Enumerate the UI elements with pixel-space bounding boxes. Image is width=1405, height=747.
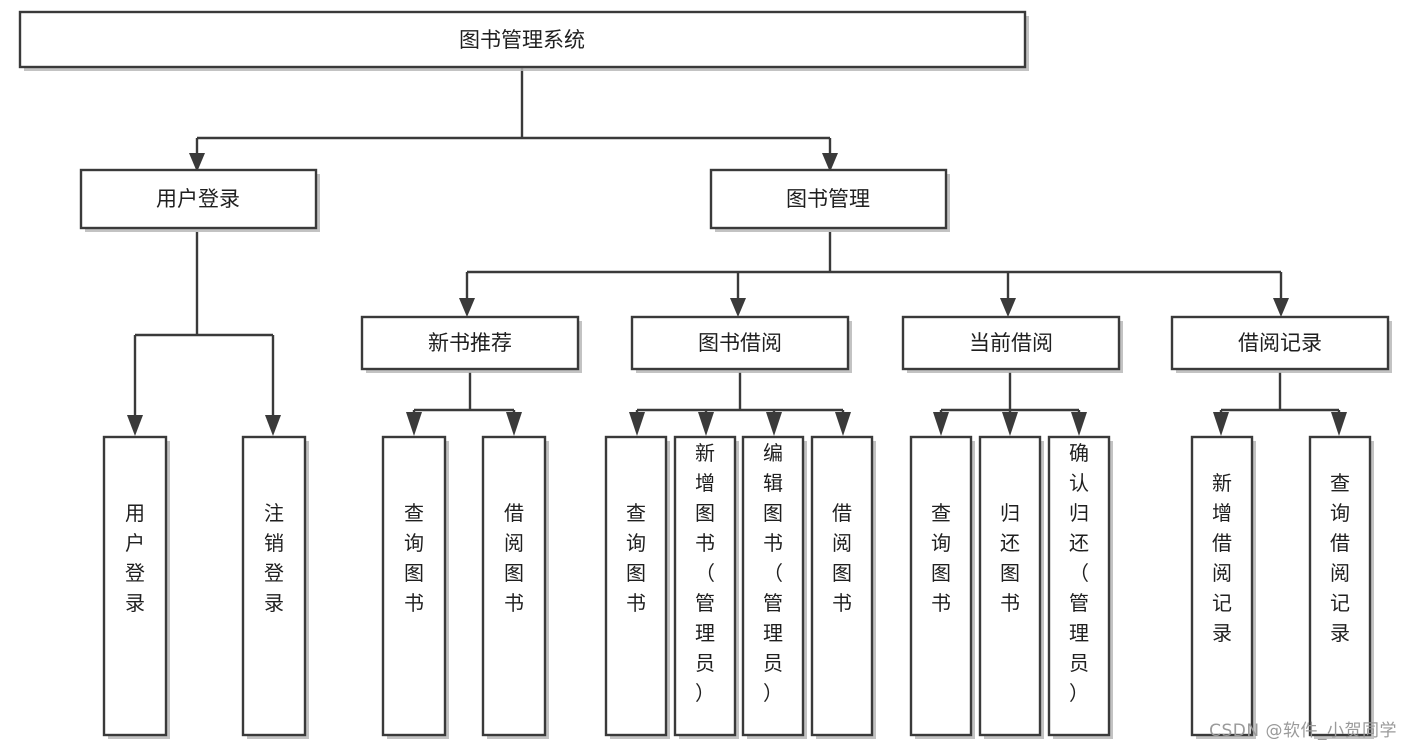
new-book-recommend-label: 新书推荐 <box>428 331 512 355</box>
leaf-label: 编辑图书（管理员） <box>763 441 783 705</box>
arrow-head-bb-leaf-1 <box>629 412 645 436</box>
book-borrow-box <box>630 315 850 371</box>
leaf-bb-query-book[interactable]: 查询图书 <box>604 435 670 739</box>
book-management-label: 图书管理 <box>786 187 870 211</box>
current-borrow-label: 当前借阅 <box>969 331 1053 355</box>
leaf-box <box>1047 435 1111 737</box>
arrow-head-cb-leaf-3 <box>1071 412 1087 436</box>
leaf-user-login-login[interactable]: 用户登录 <box>102 435 170 739</box>
leaf-label: 归还图书 <box>1000 501 1020 615</box>
csdn-watermark: CSDN @软件_小贺同学 <box>1209 721 1397 741</box>
arrow-head-bb-leaf-2 <box>698 412 714 436</box>
leaf-cb-confirm-return-admin[interactable]: 确认归还（管理员） <box>1047 435 1113 739</box>
arrow-head-book-mgmt <box>822 153 838 172</box>
leaf-cb-query-book[interactable]: 查询图书 <box>909 435 975 739</box>
arrow-head-book-borrow <box>730 298 746 317</box>
arrow-head-nbr-leaf-1 <box>406 412 422 436</box>
leaf-cb-return-book[interactable]: 归还图书 <box>978 435 1044 739</box>
leaf-bb-add-book-admin[interactable]: 新增图书（管理员） <box>673 435 739 739</box>
arrow-head-leaf-user-login-2 <box>265 415 281 436</box>
leaf-box <box>102 435 168 737</box>
user-login-box <box>79 168 318 230</box>
leaf-box <box>909 435 973 737</box>
new-book-recommend-box <box>360 315 580 371</box>
arrow-head-current-borrow <box>1000 298 1016 317</box>
arrow-head-br-leaf-2 <box>1331 412 1347 436</box>
node-book-management[interactable]: 图书管理 <box>709 168 950 232</box>
leaf-box <box>381 435 447 737</box>
leaf-box <box>604 435 668 737</box>
borrow-records-label: 借阅记录 <box>1238 331 1322 355</box>
arrow-head-new-book <box>459 298 475 317</box>
arrow-head-nbr-leaf-2 <box>506 412 522 436</box>
root-box <box>18 10 1027 69</box>
leaf-box <box>481 435 547 737</box>
arrow-head-cb-leaf-2 <box>1002 412 1018 436</box>
leaf-label: 注销登录 <box>264 501 284 615</box>
arrow-head-user-login <box>189 153 205 172</box>
arrow-head-leaf-user-login-1 <box>127 415 143 436</box>
leaf-user-login-logout[interactable]: 注销登录 <box>241 435 309 739</box>
root-label: 图书管理系统 <box>459 28 585 52</box>
leaf-label: 查询图书 <box>404 501 424 615</box>
node-user-login[interactable]: 用户登录 <box>79 168 320 232</box>
leaf-label: 查询图书 <box>626 501 646 615</box>
node-book-borrow[interactable]: 图书借阅 <box>630 315 852 373</box>
arrow-head-borrow-records <box>1273 298 1289 317</box>
arrow-head-cb-leaf-1 <box>933 412 949 436</box>
book-management-box <box>709 168 948 230</box>
arrow-head-bb-leaf-4 <box>835 412 851 436</box>
arrow-head-br-leaf-1 <box>1213 412 1229 436</box>
borrow-records-box <box>1170 315 1390 371</box>
node-root[interactable]: 图书管理系统 <box>18 10 1029 71</box>
leaf-box <box>673 435 737 737</box>
leaf-box <box>1190 435 1254 737</box>
node-current-borrow[interactable]: 当前借阅 <box>901 315 1123 373</box>
leaf-box <box>1308 435 1372 737</box>
leaf-label: 查询借阅记录 <box>1330 471 1350 645</box>
leaf-label: 新增借阅记录 <box>1212 471 1232 645</box>
leaf-label: 借阅图书 <box>504 501 524 615</box>
connector-layer <box>127 67 1347 436</box>
leaf-nbr-query-book[interactable]: 查询图书 <box>381 435 449 739</box>
node-borrow-records[interactable]: 借阅记录 <box>1170 315 1392 373</box>
leaf-label: 查询图书 <box>931 501 951 615</box>
leaf-nbr-borrow-book[interactable]: 借阅图书 <box>481 435 549 739</box>
leaf-br-add-record[interactable]: 新增借阅记录 <box>1190 435 1256 739</box>
leaf-label: 借阅图书 <box>832 501 852 615</box>
leaf-br-query-record[interactable]: 查询借阅记录 <box>1308 435 1374 739</box>
leaf-bb-edit-book-admin[interactable]: 编辑图书（管理员） <box>741 435 807 739</box>
leaf-box <box>978 435 1042 737</box>
leaf-bb-borrow-book[interactable]: 借阅图书 <box>810 435 876 739</box>
leaf-box <box>741 435 805 737</box>
leaf-label: 新增图书（管理员） <box>695 441 715 705</box>
leaf-label: 用户登录 <box>125 501 145 615</box>
current-borrow-box <box>901 315 1121 371</box>
leaf-box <box>810 435 874 737</box>
book-borrow-label: 图书借阅 <box>698 331 782 355</box>
leaf-box <box>241 435 307 737</box>
node-new-book-recommend[interactable]: 新书推荐 <box>360 315 582 373</box>
user-login-label: 用户登录 <box>156 187 240 211</box>
leaf-label: 确认归还（管理员） <box>1069 441 1089 705</box>
arrow-head-bb-leaf-3 <box>766 412 782 436</box>
